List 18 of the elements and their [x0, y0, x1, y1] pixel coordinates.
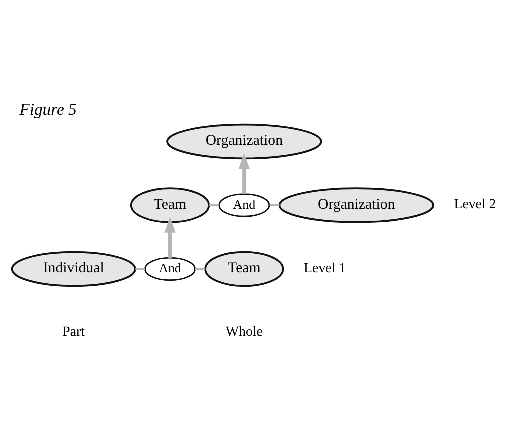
- node-ellipse: Organization: [278, 188, 434, 224]
- node-ellipse: Team: [204, 251, 284, 288]
- label: Level 1: [304, 261, 346, 276]
- connector: [136, 268, 146, 270]
- connector: [195, 268, 206, 270]
- arrow: [238, 153, 250, 194]
- node-ellipse: And: [144, 257, 196, 282]
- diagram-title: Figure 5: [20, 100, 77, 119]
- node-ellipse: Individual: [11, 251, 136, 288]
- node-ellipse: Team: [130, 188, 210, 224]
- label: Level 2: [454, 198, 496, 213]
- label: Part: [62, 324, 86, 340]
- connector: [270, 204, 280, 206]
- node-ellipse: And: [218, 194, 270, 218]
- label: Whole: [226, 324, 263, 340]
- connector: [209, 204, 220, 206]
- node-ellipse: Organization: [166, 124, 322, 160]
- arrow: [164, 217, 176, 258]
